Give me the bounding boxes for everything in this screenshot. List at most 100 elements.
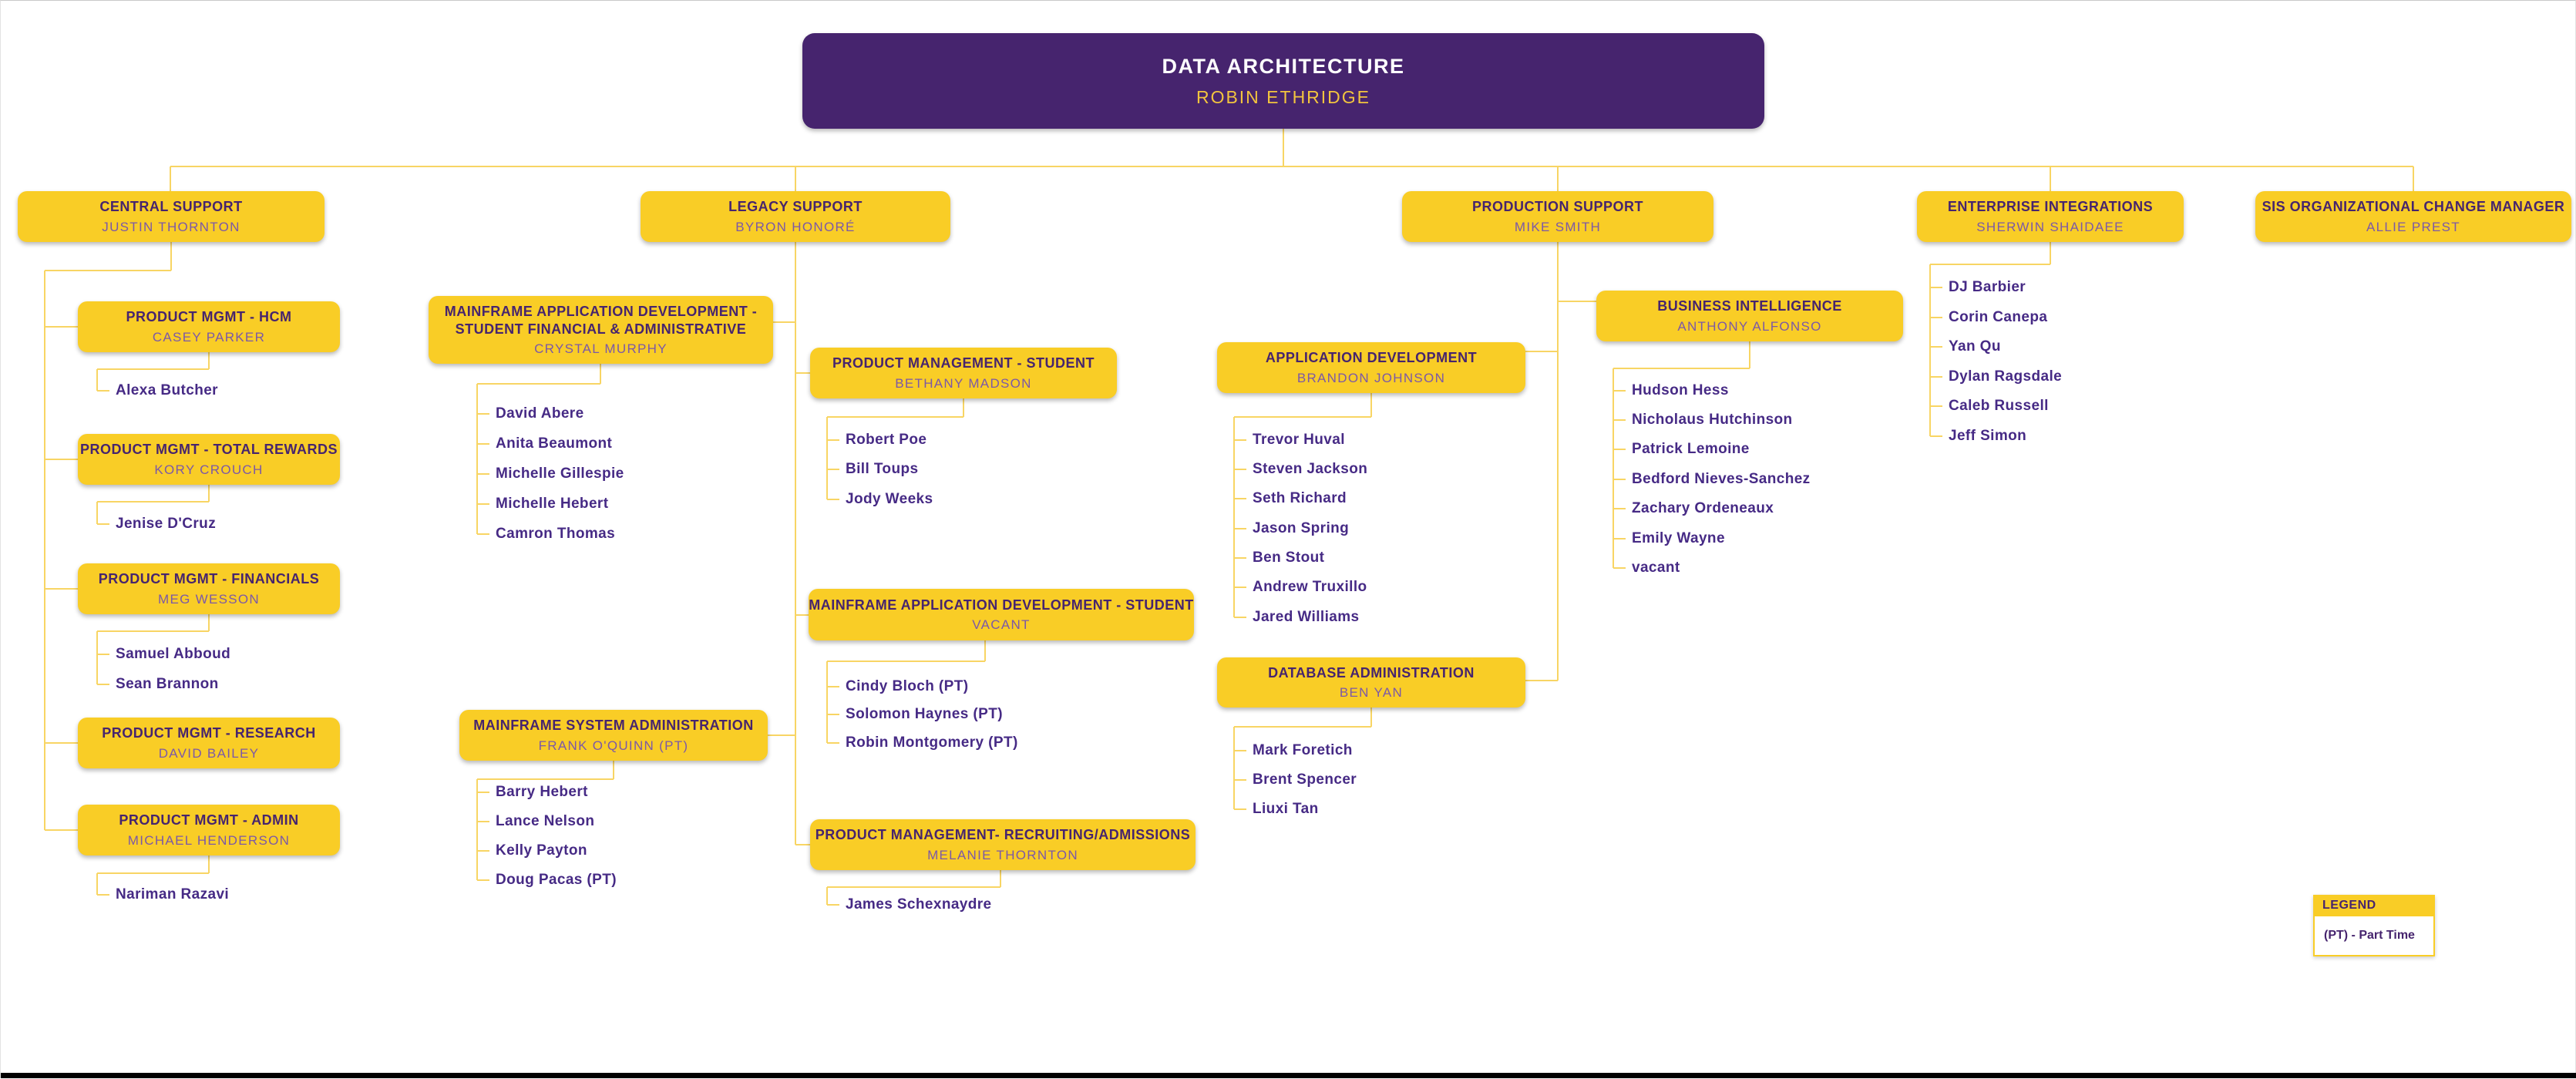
member-zachary-ordeneaux[interactable]: Zachary Ordeneaux bbox=[1632, 500, 1774, 516]
member-bedford-nieves-sanchez[interactable]: Bedford Nieves-Sanchez bbox=[1632, 471, 1811, 487]
member-david-abere[interactable]: David Abere bbox=[496, 405, 584, 422]
node-person: MEG WESSON bbox=[157, 591, 260, 607]
node-product-management-recruiting-admissions[interactable]: PRODUCT MANAGEMENT- RECRUITING/ADMISSION… bbox=[810, 819, 1196, 870]
member-robert-poe[interactable]: Robert Poe bbox=[846, 432, 927, 448]
node-central-support[interactable]: CENTRAL SUPPORT JUSTIN THORNTON bbox=[18, 191, 325, 242]
node-product-mgmt-financials[interactable]: PRODUCT MGMT - FINANCIALS MEG WESSON bbox=[78, 563, 340, 614]
member-jody-weeks[interactable]: Jody Weeks bbox=[846, 491, 933, 507]
node-product-management-student[interactable]: PRODUCT MANAGEMENT - STUDENT BETHANY MADS… bbox=[810, 348, 1117, 398]
node-person: MELANIE THORNTON bbox=[927, 847, 1078, 862]
node-title: BUSINESS INTELLIGENCE bbox=[1657, 298, 1842, 314]
member-andrew-truxillo[interactable]: Andrew Truxillo bbox=[1253, 579, 1367, 595]
member-anita-beaumont[interactable]: Anita Beaumont bbox=[496, 435, 613, 452]
node-title: PRODUCT MGMT - HCM bbox=[126, 309, 292, 325]
legend[interactable]: LEGEND (PT) - Part Time bbox=[2313, 895, 2435, 956]
member-solomon-haynes-pt[interactable]: Solomon Haynes (PT) bbox=[846, 706, 1003, 722]
node-person: ROBIN ETHRIDGE bbox=[1196, 87, 1371, 108]
member-jason-spring[interactable]: Jason Spring bbox=[1253, 520, 1350, 536]
member-seth-richard[interactable]: Seth Richard bbox=[1253, 490, 1347, 506]
member-caleb-russell[interactable]: Caleb Russell bbox=[1949, 398, 2049, 414]
member-nariman-razavi[interactable]: Nariman Razavi bbox=[116, 886, 230, 903]
node-product-mgmt-admin[interactable]: PRODUCT MGMT - ADMIN MICHAEL HENDERSON bbox=[78, 805, 340, 855]
member-yan-qu[interactable]: Yan Qu bbox=[1949, 338, 2001, 355]
member-michelle-hebert[interactable]: Michelle Hebert bbox=[496, 496, 609, 512]
member-vacant[interactable]: vacant bbox=[1632, 560, 1680, 576]
member-jared-williams[interactable]: Jared Williams bbox=[1253, 609, 1360, 625]
member-robin-montgomery-pt[interactable]: Robin Montgomery (PT) bbox=[846, 734, 1018, 751]
member-corin-canepa[interactable]: Corin Canepa bbox=[1949, 309, 2048, 325]
member-nicholaus-hutchinson[interactable]: Nicholaus Hutchinson bbox=[1632, 412, 1793, 428]
member-jeff-simon[interactable]: Jeff Simon bbox=[1949, 428, 2027, 444]
node-person: FRANK O'QUINN (PT) bbox=[538, 738, 689, 753]
member-doug-pacas-pt[interactable]: Doug Pacas (PT) bbox=[496, 872, 617, 888]
node-person: ALLIE PREST bbox=[2366, 219, 2460, 234]
member-trevor-huval[interactable]: Trevor Huval bbox=[1253, 432, 1345, 448]
member-patrick-lemoine[interactable]: Patrick Lemoine bbox=[1632, 441, 1750, 457]
node-mainframe-application-development-student[interactable]: MAINFRAME APPLICATION DEVELOPMENT - STUD… bbox=[809, 589, 1194, 640]
node-person: MICHAEL HENDERSON bbox=[127, 832, 291, 848]
node-person: CASEY PARKER bbox=[152, 329, 266, 345]
member-brent-spencer[interactable]: Brent Spencer bbox=[1253, 771, 1357, 788]
node-title: APPLICATION DEVELOPMENT bbox=[1265, 350, 1478, 366]
node-person: VACANT bbox=[972, 617, 1031, 633]
member-hudson-hess[interactable]: Hudson Hess bbox=[1632, 382, 1729, 398]
node-title: PRODUCT MGMT - ADMIN bbox=[119, 812, 299, 829]
node-person: BEN YAN bbox=[1339, 685, 1404, 701]
node-database-administration[interactable]: DATABASE ADMINISTRATION BEN YAN bbox=[1217, 657, 1525, 708]
member-bill-toups[interactable]: Bill Toups bbox=[846, 461, 919, 477]
node-title: PRODUCT MANAGEMENT- RECRUITING/ADMISSION… bbox=[815, 827, 1191, 843]
member-ben-stout[interactable]: Ben Stout bbox=[1253, 550, 1325, 566]
node-title: DATABASE ADMINISTRATION bbox=[1268, 664, 1475, 681]
node-person: CRYSTAL MURPHY bbox=[534, 341, 668, 356]
node-enterprise-integrations[interactable]: ENTERPRISE INTEGRATIONS SHERWIN SHAIDAEE bbox=[1917, 191, 2184, 242]
node-title: SIS ORGANIZATIONAL CHANGE MANAGER bbox=[2262, 199, 2565, 215]
member-barry-hebert[interactable]: Barry Hebert bbox=[496, 784, 588, 800]
member-dj-barbier[interactable]: DJ Barbier bbox=[1949, 279, 2026, 295]
node-person: JUSTIN THORNTON bbox=[102, 219, 240, 234]
node-title: MAINFRAME SYSTEM ADMINISTRATION bbox=[473, 718, 754, 734]
member-alexa-butcher[interactable]: Alexa Butcher bbox=[116, 382, 218, 398]
member-samuel-abboud[interactable]: Samuel Abboud bbox=[116, 646, 231, 662]
node-title: PRODUCT MANAGEMENT - STUDENT bbox=[832, 355, 1095, 371]
node-title: MAINFRAME APPLICATION DEVELOPMENT - STUD… bbox=[809, 597, 1194, 613]
member-dylan-ragsdale[interactable]: Dylan Ragsdale bbox=[1949, 368, 2063, 385]
node-person: SHERWIN SHAIDAEE bbox=[1976, 219, 2124, 234]
member-kelly-payton[interactable]: Kelly Payton bbox=[496, 842, 587, 859]
node-mainframe-system-administration[interactable]: MAINFRAME SYSTEM ADMINISTRATION FRANK O'Q… bbox=[459, 710, 768, 761]
node-title: CENTRAL SUPPORT bbox=[99, 199, 243, 215]
member-lance-nelson[interactable]: Lance Nelson bbox=[496, 813, 595, 829]
member-sean-brannon[interactable]: Sean Brannon bbox=[116, 676, 219, 692]
member-emily-wayne[interactable]: Emily Wayne bbox=[1632, 530, 1725, 546]
node-person: BETHANY MADSON bbox=[895, 375, 1032, 391]
node-person: DAVID BAILEY bbox=[158, 745, 260, 761]
node-product-mgmt-hcm[interactable]: PRODUCT MGMT - HCM CASEY PARKER bbox=[78, 301, 340, 352]
legend-item: (PT) - Part Time bbox=[2313, 916, 2435, 956]
node-person: MIKE SMITH bbox=[1514, 219, 1602, 234]
node-person: KORY CROUCH bbox=[154, 462, 264, 477]
member-liuxi-tan[interactable]: Liuxi Tan bbox=[1253, 801, 1319, 817]
node-title: PRODUCT MGMT - FINANCIALS bbox=[98, 571, 320, 587]
member-james-schexnaydre[interactable]: James Schexnaydre bbox=[846, 896, 992, 913]
legend-title: LEGEND bbox=[2313, 895, 2435, 916]
node-product-mgmt-research[interactable]: PRODUCT MGMT - RESEARCH DAVID BAILEY bbox=[78, 718, 340, 768]
node-title: MAINFRAME APPLICATION DEVELOPMENT - STUD… bbox=[444, 304, 758, 337]
node-title: DATA ARCHITECTURE bbox=[1162, 54, 1405, 78]
node-sis-organizational-change-manager[interactable]: SIS ORGANIZATIONAL CHANGE MANAGER ALLIE P… bbox=[2255, 191, 2571, 242]
member-mark-foretich[interactable]: Mark Foretich bbox=[1253, 742, 1353, 758]
node-title: ENTERPRISE INTEGRATIONS bbox=[1947, 199, 2154, 215]
node-data-architecture[interactable]: DATA ARCHITECTURE ROBIN ETHRIDGE bbox=[802, 33, 1764, 129]
member-cindy-bloch-pt[interactable]: Cindy Bloch (PT) bbox=[846, 678, 969, 694]
member-jenise-d-cruz[interactable]: Jenise D'Cruz bbox=[116, 516, 217, 532]
member-steven-jackson[interactable]: Steven Jackson bbox=[1253, 461, 1368, 477]
member-michelle-gillespie[interactable]: Michelle Gillespie bbox=[496, 466, 624, 482]
node-mainframe-application-development-student-financial-administrative[interactable]: MAINFRAME APPLICATION DEVELOPMENT - STUD… bbox=[429, 296, 773, 364]
member-camron-thomas[interactable]: Camron Thomas bbox=[496, 526, 616, 542]
node-title: PRODUCT MGMT - RESEARCH bbox=[102, 725, 316, 741]
